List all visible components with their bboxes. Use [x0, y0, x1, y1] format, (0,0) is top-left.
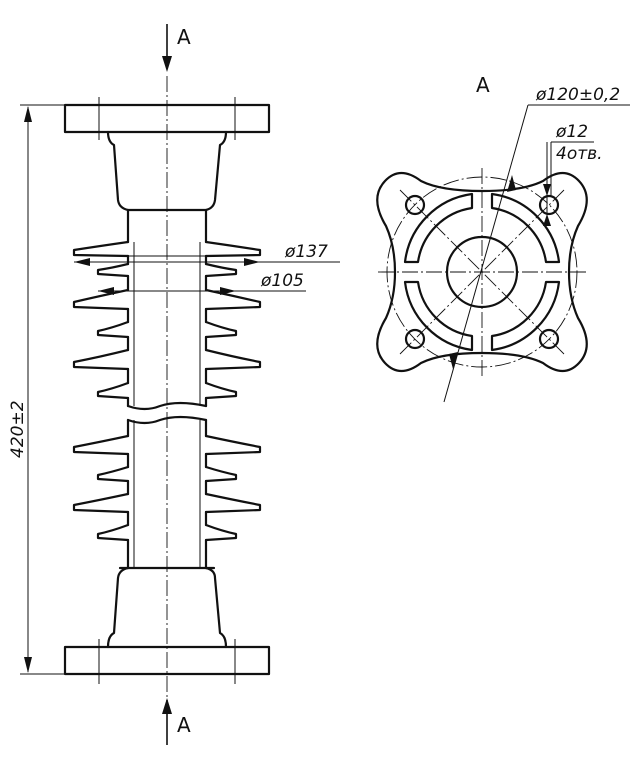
break-line-lower: [126, 415, 208, 425]
section-arrow-top: A: [162, 24, 191, 72]
view-label: A: [476, 73, 490, 97]
hole-count-text: 4отв.: [556, 144, 603, 164]
bolt-circle-dimension: ø120±0,2: [443, 85, 630, 403]
bolt-hole: [404, 328, 426, 350]
bolt-circle-dimension-text: ø120±0,2: [535, 85, 620, 105]
bolt-hole: [404, 194, 426, 216]
insulator-side-view: [63, 76, 271, 700]
shed-small-dimension: ø105: [98, 271, 306, 295]
flange-outline: [376, 171, 588, 373]
hole-diameter-text: ø12: [555, 122, 588, 142]
flange-view-a: [376, 168, 588, 376]
section-label-top: A: [177, 25, 191, 49]
shed-large-dimension: ø137: [74, 242, 340, 266]
section-arrow-bottom: A: [162, 698, 191, 745]
shed-small-dimension-text: ø105: [260, 271, 304, 291]
shed-large-dimension-text: ø137: [284, 242, 328, 262]
inner-ring: [403, 192, 474, 264]
height-dimension: 420±2: [8, 104, 64, 675]
section-label-bottom: A: [177, 713, 191, 737]
bolt-hole: [538, 194, 560, 216]
hole-dimension: ø12 4отв.: [543, 122, 603, 226]
break-line-upper: [126, 401, 208, 411]
bolt-hole: [538, 328, 560, 350]
height-dimension-text: 420±2: [8, 400, 28, 458]
sheds-lower: [72, 418, 262, 570]
bottom-hub: [106, 566, 228, 649]
